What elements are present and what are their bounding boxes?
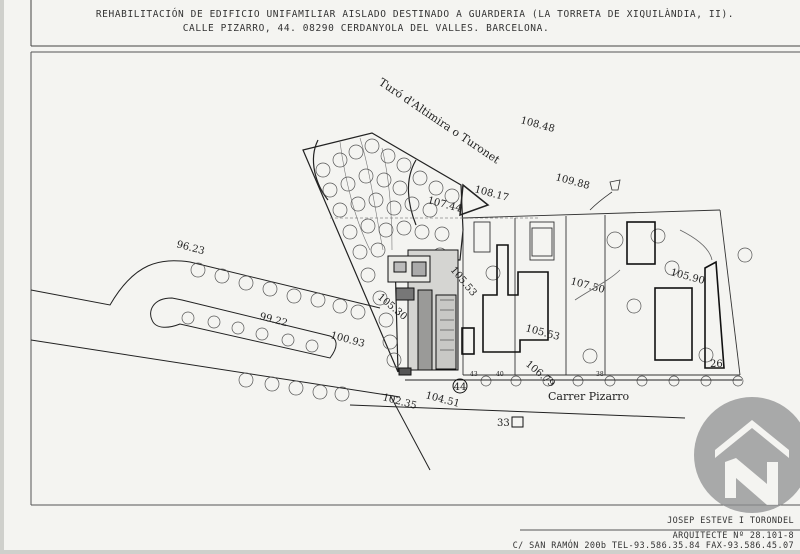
number-26-label: 26 [710,359,723,370]
number-38-label: 38 [596,371,604,378]
title-line-2: CALLE PIZARRO, 44. 08290 CERDANYOLA DEL … [183,23,550,34]
title-line-1: REHABILITACIÓN DE EDIFICIO UNIFAMILIAR A… [96,8,734,20]
trees [181,138,753,402]
access-road [30,260,401,398]
title-block [30,0,800,47]
drawing-frame [30,51,800,506]
house-n-logo-icon [694,397,800,513]
buildings [461,221,725,369]
number-44-label: 44 [454,382,467,393]
number-40-label: 40 [496,371,504,378]
architect-address: C/ SAN RAMÓN 200b TEL-93.586.35.84 FAX-9… [513,539,794,550]
contour-lines [339,137,393,251]
street-carrer-pizarro [349,379,742,471]
number-43-label: 43 [470,371,478,378]
subject-building [387,249,459,376]
property-lots [462,209,741,376]
house-number-33: 33 [497,416,524,429]
architect-name: JOSEP ESTEVE I TORONDEL [667,516,794,526]
number-33-label: 33 [497,418,510,429]
house-number-44: 44 [452,378,468,394]
street-name-label: Carrer Pizarro [548,390,630,403]
architect-license: ARQUITECTE Nº 28.101-8 [673,531,794,541]
hill-lot [302,132,490,373]
